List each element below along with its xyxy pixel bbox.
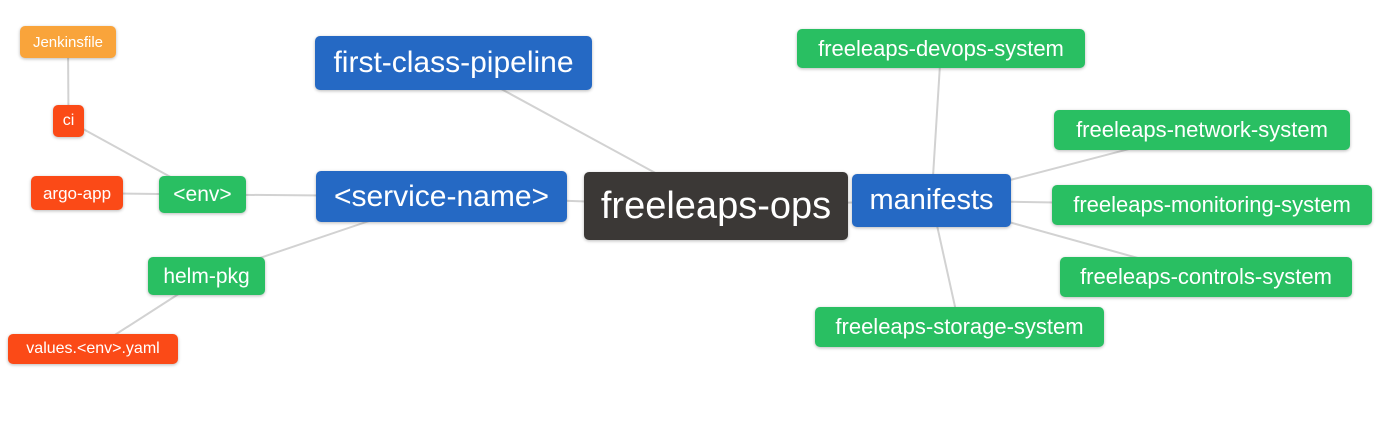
node-freeleaps-monitoring-system[interactable]: freeleaps-monitoring-system: [1052, 185, 1372, 225]
node-first-class-pipeline[interactable]: first-class-pipeline: [315, 36, 592, 90]
node-jenkinsfile[interactable]: Jenkinsfile: [20, 26, 116, 58]
node-manifests[interactable]: manifests: [852, 174, 1011, 227]
node-freeleaps-storage-system[interactable]: freeleaps-storage-system: [815, 307, 1104, 347]
node-values-env-yaml[interactable]: values.<env>.yaml: [8, 334, 178, 364]
node-freeleaps-devops-system[interactable]: freeleaps-devops-system: [797, 29, 1085, 68]
node-ci[interactable]: ci: [53, 105, 84, 137]
node-freeleaps-network-system[interactable]: freeleaps-network-system: [1054, 110, 1350, 150]
node-service-name[interactable]: <service-name>: [316, 171, 567, 222]
node-env[interactable]: <env>: [159, 176, 246, 213]
node-freeleaps-controls-system[interactable]: freeleaps-controls-system: [1060, 257, 1352, 297]
node-helm-pkg[interactable]: helm-pkg: [148, 257, 265, 295]
node-argo-app[interactable]: argo-app: [31, 176, 123, 210]
node-freeleaps-ops[interactable]: freeleaps-ops: [584, 172, 848, 240]
